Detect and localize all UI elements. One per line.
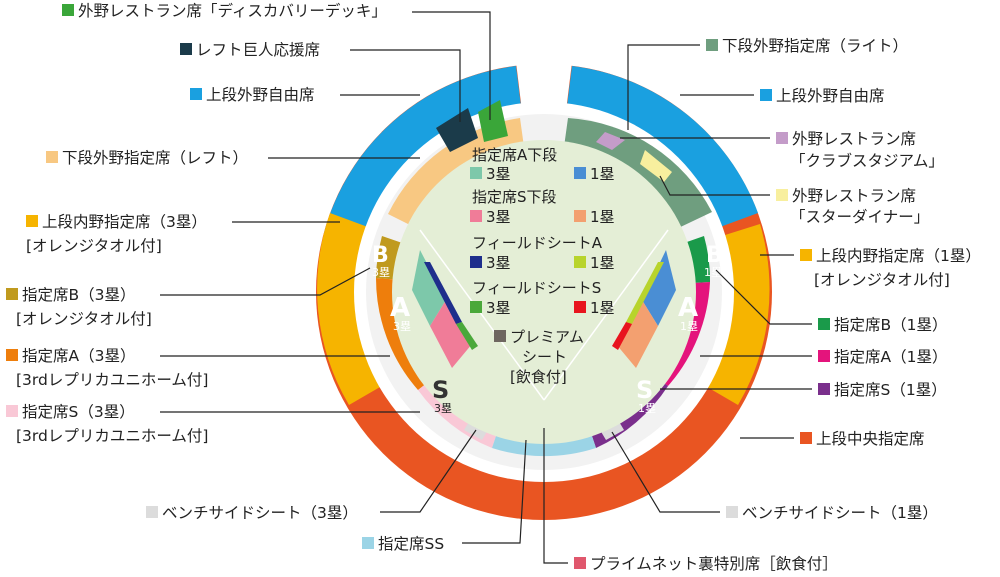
inner-title-s-lower: 指定席S下段 <box>472 188 557 206</box>
legend-reserved-s-3b: 指定席S（3塁） <box>22 403 135 421</box>
swatch-premium <box>494 330 506 342</box>
legend-reserved-a-3b-note: [3rdレプリカユニホーム付] <box>16 371 208 389</box>
swatch-field-a-1b <box>574 256 586 268</box>
legend-star-diner-note: 「スターダイナー」 <box>790 208 929 226</box>
premium-line1: プレミアム <box>510 328 584 346</box>
premium-line2: シート <box>522 348 567 366</box>
legend-upper-outfield-left: 上段外野自由席 <box>206 86 315 104</box>
legend-discovery-deck: 外野レストラン席「ディスカバリーデッキ」 <box>78 1 387 20</box>
inner-1b-1: 1塁 <box>590 165 615 183</box>
legend-reserved-b-3b-note: [オレンジタオル付] <box>16 310 152 328</box>
field-s-3b[interactable] <box>456 322 478 350</box>
legend-upper-infield-1b: 上段内野指定席（1塁） <box>816 247 981 265</box>
discovery-deck[interactable] <box>478 100 508 142</box>
inner-3b-3: 3塁 <box>486 254 511 272</box>
legend-upper-infield-3b: 上段内野指定席（3塁） <box>42 213 207 231</box>
legend-lower-outfield-right: 下段外野指定席（ライト） <box>722 37 908 55</box>
inner-title-field-s: フィールドシートS <box>472 279 601 297</box>
inner-3b-1: 3塁 <box>486 165 511 183</box>
block-letter-a3: A <box>390 293 410 323</box>
legend-upper-infield-3b-note: [オレンジタオル付] <box>26 237 162 255</box>
legend-right: 下段外野指定席（ライト） 上段外野自由席 外野レストラン席 「クラブスタジアム」… <box>543 37 981 573</box>
inner-title-field-a: フィールドシートA <box>472 234 603 252</box>
legend-left: 外野レストラン席「ディスカバリーデッキ」 レフト巨人応援席 上段外野自由席 下段… <box>6 1 527 553</box>
legend-reserved-s-1b: 指定席S（1塁） <box>834 381 947 399</box>
legend-left-giants: レフト巨人応援席 <box>196 41 320 59</box>
legend-prime-net: プライムネット裏特別席［飲食付］ <box>590 554 838 573</box>
legend-bench-side-1b: ベンチサイドシート（1塁） <box>742 504 938 522</box>
swatch-field-a-3b <box>470 256 482 268</box>
inner-1b-4: 1塁 <box>590 299 615 317</box>
inner-1b-3: 1塁 <box>590 254 615 272</box>
block-letter-b1: B <box>706 243 723 268</box>
field-a-1b[interactable] <box>626 262 664 324</box>
inner-3b-4: 3塁 <box>486 299 511 317</box>
swatch-a-lower-1b <box>574 167 586 179</box>
s-lower-1b[interactable] <box>616 300 658 368</box>
legend-reserved-b-3b: 指定席B（3塁） <box>22 286 136 304</box>
block-letter-s1: S <box>636 376 653 404</box>
legend-club-stadium-note: 「クラブスタジアム」 <box>790 151 944 170</box>
legend-star-diner: 外野レストラン席 <box>792 187 916 205</box>
block-sub-s3: 3塁 <box>434 402 452 415</box>
a-lower-3b[interactable] <box>412 250 446 326</box>
s-lower-3b[interactable] <box>430 300 472 368</box>
legend-upper-outfield-right: 上段外野自由席 <box>776 87 885 105</box>
field-a-3b[interactable] <box>424 262 462 324</box>
block-sub-b1: 1塁 <box>704 266 722 279</box>
star-diner-seat[interactable] <box>640 150 672 182</box>
legend-reserved-s-3b-note: [3rdレプリカユニホーム付] <box>16 427 208 445</box>
legend-bench-side-3b: ベンチサイドシート（3塁） <box>162 504 358 522</box>
swatch-s-lower-1b <box>574 210 586 222</box>
club-stadium-seat[interactable] <box>596 132 625 150</box>
inner-title-a-lower: 指定席A下段 <box>472 146 557 164</box>
legend-reserved-a-3b: 指定席A（3塁） <box>22 347 135 365</box>
a-lower-1b[interactable] <box>642 250 676 326</box>
inner-3b-2: 3塁 <box>486 208 511 226</box>
legend-lower-outfield-left: 下段外野指定席（レフト） <box>62 149 248 167</box>
swatch-field-s-1b <box>574 301 586 313</box>
legend-reserved-ss: 指定席SS <box>378 535 444 553</box>
block-letter-s3: S <box>432 376 449 404</box>
premium-line3: [飲食付] <box>510 368 567 386</box>
block-sub-s1: 1塁 <box>638 402 656 415</box>
bench-side-1b[interactable] <box>600 420 624 440</box>
playing-field <box>392 140 696 444</box>
block-letter-b3: B <box>372 243 389 268</box>
inner-1b-2: 1塁 <box>590 208 615 226</box>
legend-club-stadium: 外野レストラン席 <box>792 130 916 148</box>
block-sub-a3: 3塁 <box>393 320 411 333</box>
block-letter-a1: A <box>678 293 698 323</box>
field-s-1b[interactable] <box>612 322 632 350</box>
legend-reserved-a-1b: 指定席A（1塁） <box>834 348 947 366</box>
legend-upper-infield-1b-note: [オレンジタオル付] <box>814 271 950 289</box>
legend-upper-center: 上段中央指定席 <box>816 430 925 448</box>
swatch-s-lower-3b <box>470 210 482 222</box>
swatch-field-s-3b <box>470 301 482 313</box>
block-sub-a1: 1塁 <box>680 320 698 333</box>
block-sub-b3: 3塁 <box>372 266 390 279</box>
legend-reserved-b-1b: 指定席B（1塁） <box>834 316 948 334</box>
swatch-a-lower-3b <box>470 167 482 179</box>
left-giants-cheer[interactable] <box>436 108 478 152</box>
